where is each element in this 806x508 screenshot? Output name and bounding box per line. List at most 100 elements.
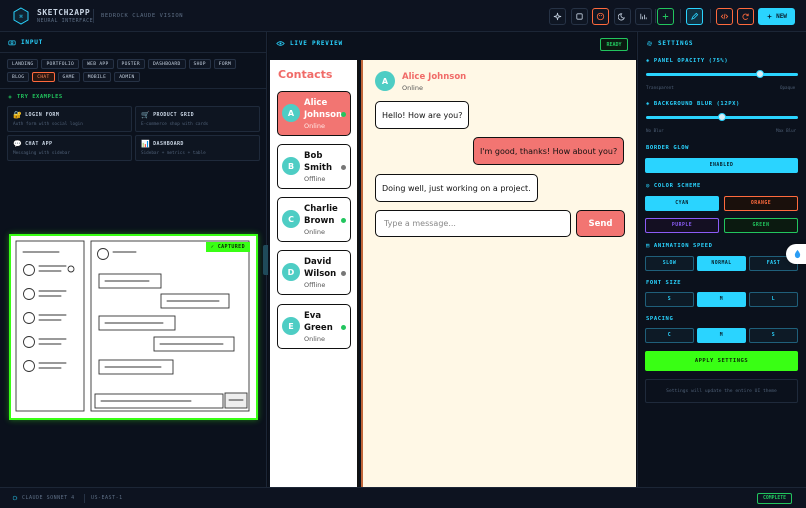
ready-status-badge: READY [600,38,628,51]
tag-game[interactable]: GAME [57,72,80,82]
palette-icon [596,12,605,21]
apply-settings-button[interactable]: APPLY SETTINGS [645,351,798,371]
spacing-c-button[interactable]: C [645,328,694,343]
message-input[interactable]: Type a message... [375,210,571,237]
tag-shop[interactable]: SHOP [188,59,211,69]
font-size-label: FONT SIZE [646,280,682,286]
tag-dashboard[interactable]: DASHBOARD [147,59,186,69]
opacity-slider[interactable] [646,73,798,76]
opacity-slider-knob[interactable] [756,70,764,78]
contact-status: Online [304,122,325,130]
speed-normal-button[interactable]: NORMAL [697,256,746,271]
scheme-purple-button[interactable]: PURPLE [645,218,719,233]
gear-icon [12,495,18,501]
preview-panel-title: LIVE PREVIEW [290,40,343,47]
scheme-green-button[interactable]: GREEN [724,218,798,233]
sketch-canvas[interactable]: ✓ CAPTURED [9,234,258,420]
sparkle-button[interactable] [549,8,566,25]
font-size-s-button[interactable]: S [645,292,694,307]
contact-status: Online [304,228,325,236]
tag-poster[interactable]: POSTER [116,59,145,69]
category-tags-row-1: LANDING PORTFOLIO WEB APP POSTER DASHBOA… [7,59,237,69]
offline-dot [341,271,346,276]
layout-button[interactable] [571,8,588,25]
chat-contact-name: Alice Johnson [402,72,467,82]
plus-icon [662,13,669,20]
divider [93,9,94,23]
example-login-form[interactable]: 🔐LOGIN FORM Auth form with social login [7,106,132,132]
tag-form[interactable]: FORM [213,59,237,69]
tag-chat[interactable]: CHAT [32,72,55,82]
palette-icon: ◎ [646,183,650,189]
analytics-button[interactable] [635,8,652,25]
avatar: E [282,317,300,335]
eye-icon [276,41,285,46]
example-chat-app[interactable]: 💬CHAT APP Messaging with sidebar [7,135,132,161]
chart-icon: 📊 [141,140,151,148]
refresh-button[interactable] [737,8,754,25]
contact-status: Offline [304,281,326,289]
blur-slider-knob[interactable] [718,113,726,121]
resize-handle[interactable] [263,245,270,275]
theme-drop-button[interactable] [786,244,806,264]
lock-icon: 🔐 [13,111,23,119]
spacing-m-button[interactable]: M [697,328,746,343]
cart-icon: 🛒 [141,111,151,119]
font-size-l-button[interactable]: L [749,292,798,307]
draw-mode-button[interactable] [686,8,703,25]
add-button[interactable] [657,8,674,25]
captured-badge: ✓ CAPTURED [205,242,250,252]
border-glow-toggle[interactable]: ENABLED [645,158,798,173]
camera-icon [8,40,16,46]
border-glow-label: BORDER GLOW [646,145,690,151]
brand-name: SKETCH2APP [37,8,91,17]
example-title: PRODUCT GRID [153,112,195,118]
tag-portfolio[interactable]: PORTFOLIO [41,59,80,69]
online-dot [341,218,346,223]
palette-button[interactable] [592,8,609,25]
code-icon [720,13,729,20]
chat-contact-status: Online [402,84,423,92]
contact-status: Online [304,335,325,343]
droplet-icon [794,249,800,259]
scheme-orange-button[interactable]: ORANGE [724,196,798,211]
avatar: B [282,157,300,175]
example-dashboard[interactable]: 📊DASHBOARD Sidebar + metrics + table [135,135,260,161]
tag-admin[interactable]: ADMIN [114,72,140,82]
hexagon-logo-icon: ⌘ [13,7,29,25]
new-button[interactable]: NEW [758,8,795,25]
example-product-grid[interactable]: 🛒PRODUCT GRID E-commerce shop with cards [135,106,260,132]
model-indicator: CLAUDE SONNET 4 [12,495,75,501]
speed-slow-button[interactable]: SLOW [645,256,694,271]
example-title: LOGIN FORM [25,112,60,118]
divider [84,494,85,503]
tag-mobile[interactable]: MOBILE [82,72,112,82]
example-title: DASHBOARD [153,141,184,147]
theme-toggle-button[interactable] [614,8,631,25]
spacing-s-button[interactable]: S [749,328,798,343]
opacity-icon: ◈ [646,58,650,64]
code-view-button[interactable] [716,8,733,25]
square-icon [576,13,583,20]
region-indicator: US-EAST-1 [91,495,123,501]
send-button[interactable]: Send [576,210,625,237]
example-title: CHAT APP [25,141,53,147]
font-size-m-button[interactable]: M [697,292,746,307]
try-examples-header: TRY EXAMPLES [7,94,63,100]
new-button-label: NEW [776,13,787,20]
tag-web-app[interactable]: WEB APP [82,59,114,69]
example-description: E-commerce shop with cards [141,122,209,127]
opacity-max-label: Opaque [780,85,796,90]
tag-blog[interactable]: BLOG [7,72,30,82]
tag-landing[interactable]: LANDING [7,59,39,69]
svg-text:⌘: ⌘ [19,14,23,21]
scheme-cyan-button[interactable]: CYAN [645,196,719,211]
